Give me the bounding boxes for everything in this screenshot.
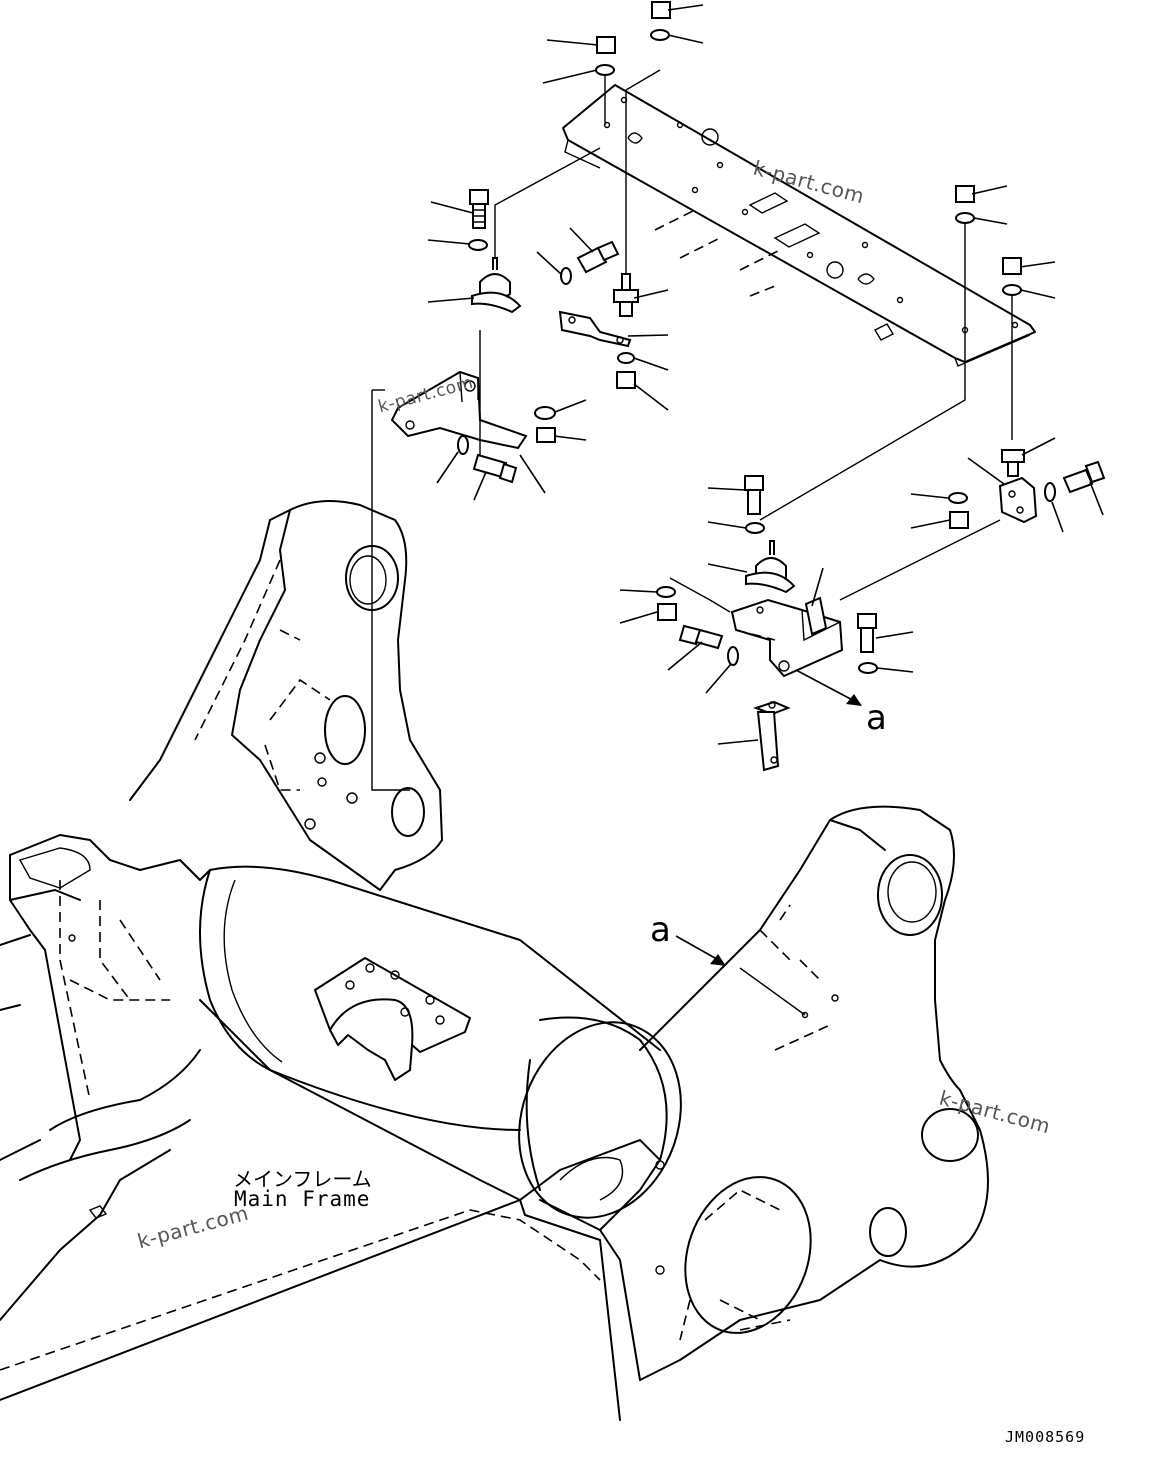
drawing-number: JM008569: [1005, 1428, 1086, 1446]
mounting-plate: [562, 84, 1036, 367]
main-frame-label-jp: メインフレーム: [233, 1167, 372, 1191]
view-a-label-upper: a: [866, 698, 887, 738]
main-frame: [0, 500, 989, 1421]
left-mount-group: [371, 1, 671, 791]
callout-leaders: [427, 4, 1104, 745]
right-mount-group: [656, 185, 1106, 772]
view-a-label-lower: a: [650, 910, 671, 950]
main-frame-label-en: Main Frame: [234, 1187, 371, 1211]
